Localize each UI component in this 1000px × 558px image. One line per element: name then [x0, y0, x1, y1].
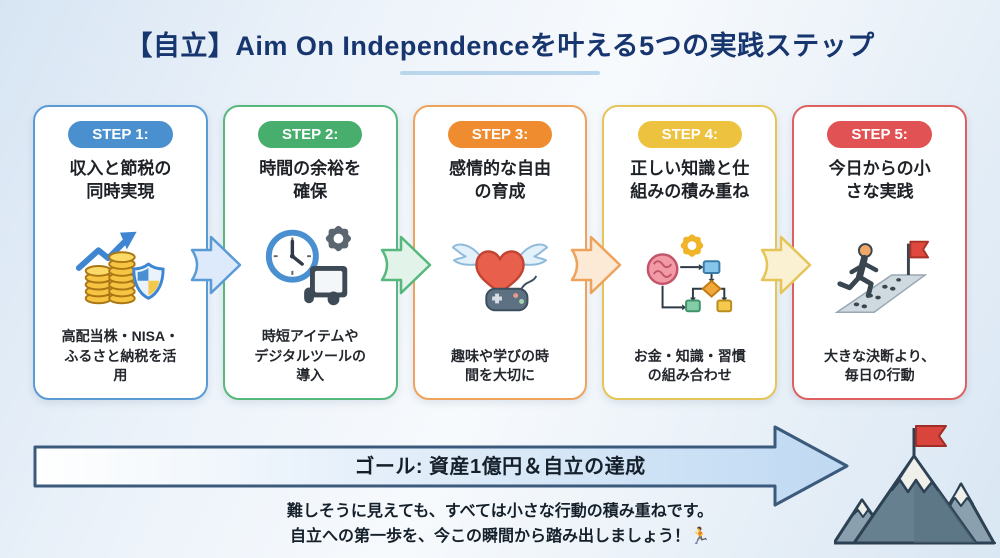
goal-label: ゴール: 資産1億円＆自立の達成: [354, 456, 646, 478]
step-arrow-icon: [188, 232, 244, 298]
step-description: 高配当株・NISA・ ふるさと納税を活 用: [61, 328, 180, 384]
step-description: お金・知識・習慣 の組み合わせ: [633, 347, 746, 384]
step-card-5: STEP 5: 今日からの小 さな実践: [792, 105, 967, 400]
step-card-2: STEP 2: 時間の余裕を 確保: [222, 105, 398, 400]
runner-flag-path-icon: [831, 204, 929, 347]
step-description: 時短アイテムや デジタルツールの 導入: [254, 328, 367, 384]
clock-gear-tablet-icon: [261, 204, 359, 327]
brain-gear-flowchart-icon: [641, 204, 739, 347]
step-card-3: STEP 3: 感情的な自由 の育成 趣味や学びの時 間を大切に: [412, 105, 588, 400]
mountain-summit-flag-icon: [834, 425, 996, 545]
footer-note-line1: 難しそうに見えても、すべては小さな行動の積み重ねです。: [286, 503, 714, 520]
title-underline: [400, 71, 600, 75]
step-title: 正しい知識と仕 組みの積み重ね: [630, 159, 750, 201]
step-arrow-icon: [378, 232, 434, 298]
step-description: 趣味や学びの時 間を大切に: [450, 347, 549, 384]
step-badge: STEP 1:: [68, 121, 173, 148]
step-card-4: STEP 4: 正しい知識と仕 組みの積み重ね: [602, 105, 778, 400]
page-title: 【自立】Aim On Independenceを叶える5つの実践ステップ: [125, 31, 875, 61]
step-badge: STEP 3:: [447, 121, 553, 148]
step-title: 収入と節税の 同時実現: [69, 159, 172, 201]
step-title: 時間の余裕を 確保: [259, 159, 362, 201]
goal-arrow: [33, 425, 849, 507]
step-title: 感情的な自由 の育成: [448, 159, 551, 201]
step-arrow-icon: [758, 232, 814, 298]
step-badge: STEP 5:: [827, 121, 932, 148]
step-title: 今日からの小 さな実践: [828, 159, 931, 201]
step-arrow-icon: [568, 232, 624, 298]
footer-note-line2: 自立への第一歩を、今この瞬間から踏み出しましょう！🏃: [290, 528, 710, 545]
step-card-1: STEP 1: 収入と節税の 同時実現: [33, 105, 208, 400]
step-badge: STEP 2:: [257, 121, 363, 148]
step-description: 大きな決断より、 毎日の行動: [824, 347, 936, 384]
step-badge: STEP 4:: [637, 121, 742, 148]
coins-growth-shield-icon: [71, 204, 169, 327]
winged-heart-controller-icon: [451, 204, 549, 347]
steps-row: STEP 1: 収入と節税の 同時実現: [33, 105, 967, 400]
